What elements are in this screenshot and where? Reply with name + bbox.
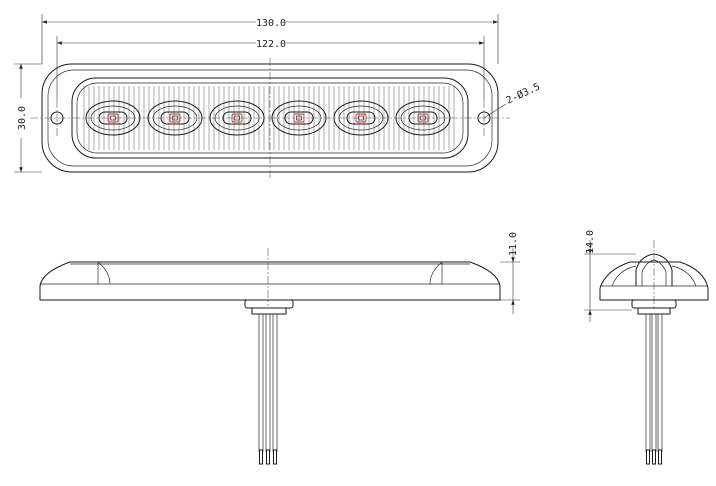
- wire-tip: [658, 449, 662, 465]
- wire: [265, 314, 271, 465]
- wire-tip: [266, 449, 270, 465]
- end-rib: [671, 265, 697, 287]
- end-body-outline: [599, 261, 709, 301]
- wire: [272, 314, 278, 465]
- wire-bundle-end: [645, 314, 663, 465]
- top-view: 130.0 122.0 30.0 2-Ø3.5: [14, 14, 542, 178]
- dim-total-height: 14.0: [585, 230, 596, 254]
- side-lens-curve: [97, 261, 111, 285]
- hole-leader: [483, 103, 507, 119]
- led-lens: [346, 111, 376, 125]
- dim-mount-holes: 2-Ø3.5: [504, 81, 542, 107]
- dim-lens-length: 122.0: [256, 39, 286, 50]
- end-rib: [611, 265, 637, 287]
- wire-tip: [646, 449, 650, 465]
- dim-width: 30.0: [17, 106, 28, 130]
- led-lens: [98, 111, 128, 125]
- wire-bundle-side: [258, 314, 278, 465]
- end-grommet-base: [637, 307, 671, 315]
- wire-tip: [259, 449, 263, 465]
- dim-body-height: 11.0: [508, 232, 519, 256]
- dim-overall-length: 130.0: [256, 18, 286, 29]
- side-lens-curve: [429, 261, 443, 285]
- side-view: 11.0: [39, 232, 520, 465]
- wire: [258, 314, 264, 465]
- cable-grommet: [244, 299, 294, 309]
- cable-grommet-base: [251, 307, 287, 315]
- wire: [657, 314, 663, 465]
- wire-tip: [273, 449, 277, 465]
- side-body-outline: [39, 261, 501, 301]
- wire-tip: [652, 449, 656, 465]
- wire: [645, 314, 651, 465]
- wire: [651, 314, 657, 465]
- end-view: 14.0: [584, 230, 709, 465]
- led-die: [234, 115, 240, 121]
